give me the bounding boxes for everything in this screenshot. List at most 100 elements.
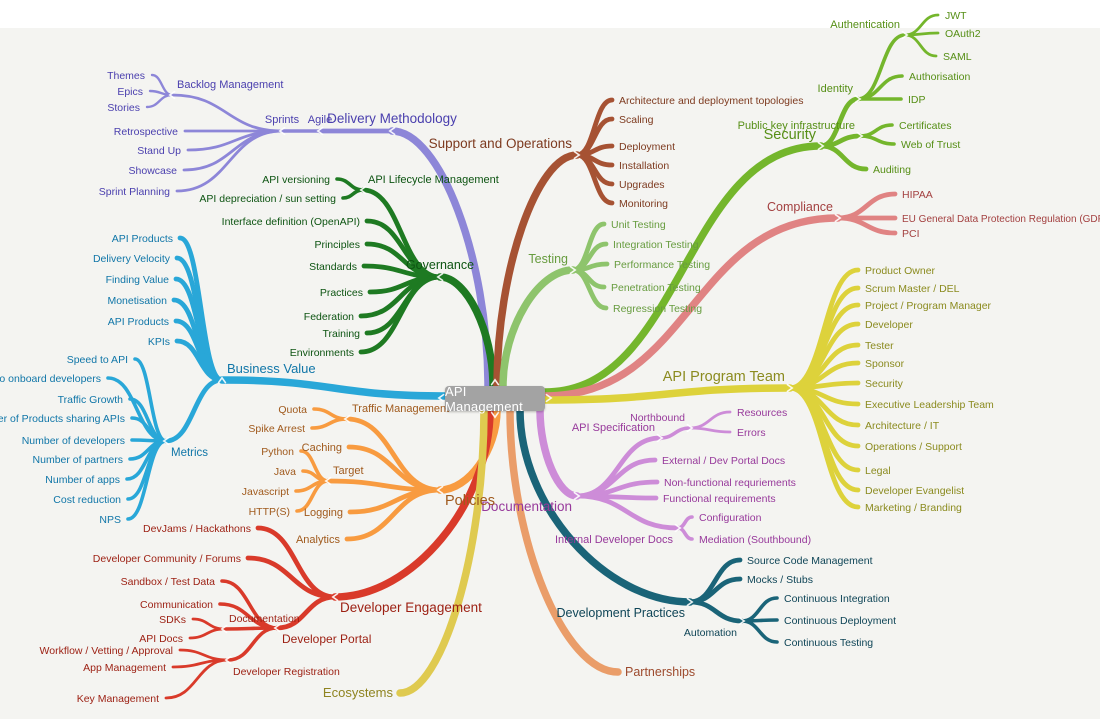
node-quota[interactable]: Quota	[278, 404, 307, 416]
node-product-owner[interactable]: Product Owner	[865, 265, 936, 277]
node-identity[interactable]: Identity	[818, 83, 854, 95]
node-tester[interactable]: Tester	[865, 340, 894, 352]
node-showcase[interactable]: Showcase	[129, 165, 178, 177]
node-continuous-testing[interactable]: Continuous Testing	[784, 637, 873, 649]
node-developer-engagement[interactable]: Developer Engagement	[340, 600, 482, 615]
node-legal[interactable]: Legal	[865, 465, 891, 477]
node-api-versioning[interactable]: API versioning	[262, 174, 330, 186]
node-federation[interactable]: Federation	[304, 311, 354, 323]
node-operations-support[interactable]: Operations / Support	[865, 441, 962, 453]
node-partnerships[interactable]: Partnerships	[625, 665, 695, 679]
node-business-value[interactable]: Business Value	[227, 361, 316, 376]
node-regression-testing[interactable]: Regression Testing	[613, 303, 702, 315]
node-agile[interactable]: Agile	[308, 114, 332, 126]
node-pci[interactable]: PCI	[902, 228, 920, 240]
node-jwt[interactable]: JWT	[945, 10, 967, 22]
node-speed-to-api[interactable]: Speed to API	[67, 354, 128, 366]
node-api-specification[interactable]: API Specification	[572, 422, 655, 434]
node-python[interactable]: Python	[261, 446, 294, 458]
node-penetration-testing[interactable]: Penetration Testing	[611, 282, 701, 294]
node-public-key-infrastructure[interactable]: Public key infrastructure	[738, 120, 855, 132]
node-speed-to-onboard-developers[interactable]: Speed to onboard developers	[0, 373, 101, 385]
node-architecture-and-deployment-topologies[interactable]: Architecture and deployment topologies	[619, 95, 803, 107]
node-monetisation[interactable]: Monetisation	[107, 295, 167, 307]
node-integration-testing[interactable]: Integration Testing	[613, 239, 699, 251]
node-number-of-products-sharing-apis[interactable]: Number of Products sharing APIs	[0, 413, 125, 425]
node-governance[interactable]: Governance	[406, 258, 474, 272]
node-developer-evangelist[interactable]: Developer Evangelist	[865, 485, 964, 497]
central-topic[interactable]: API Management	[445, 384, 545, 414]
node-api-products[interactable]: API Products	[112, 233, 173, 245]
node-backlog-management[interactable]: Backlog Management	[177, 79, 283, 91]
node-non-functional-requriements[interactable]: Non-functional requriements	[664, 477, 796, 489]
node-stories[interactable]: Stories	[107, 102, 140, 114]
node-mediation-southbound[interactable]: Mediation (Southbound)	[699, 534, 811, 546]
node-functional-requirements[interactable]: Functional requirements	[663, 493, 776, 505]
node-interface-definition-openapi[interactable]: Interface definition (OpenAPI)	[222, 216, 360, 228]
node-epics[interactable]: Epics	[117, 86, 143, 98]
node-cost-reduction[interactable]: Cost reduction	[53, 494, 121, 506]
node-kpis[interactable]: KPIs	[148, 336, 170, 348]
node-oauth2[interactable]: OAuth2	[945, 28, 981, 40]
node-architecture-it[interactable]: Architecture / IT	[865, 420, 940, 432]
node-workflow-vetting-approval[interactable]: Workflow / Vetting / Approval	[40, 645, 173, 657]
node-app-management[interactable]: App Management	[83, 662, 166, 674]
node-caching[interactable]: Caching	[302, 442, 342, 454]
node-security[interactable]: Security	[764, 127, 817, 143]
node-scrum-master-del[interactable]: Scrum Master / DEL	[865, 283, 960, 295]
node-http-s[interactable]: HTTP(S)	[249, 506, 290, 518]
node-internal-developer-docs[interactable]: Internal Developer Docs	[555, 534, 674, 546]
node-analytics[interactable]: Analytics	[296, 534, 341, 546]
node-api-products[interactable]: API Products	[108, 316, 169, 328]
node-java[interactable]: Java	[274, 466, 296, 478]
node-source-code-management[interactable]: Source Code Management	[747, 555, 873, 567]
node-api-docs[interactable]: API Docs	[139, 633, 183, 645]
node-monitoring[interactable]: Monitoring	[619, 198, 668, 210]
node-api-lifecycle-management[interactable]: API Lifecycle Management	[368, 174, 499, 186]
node-developer-registration[interactable]: Developer Registration	[233, 666, 340, 678]
node-testing[interactable]: Testing	[528, 252, 568, 266]
node-scaling[interactable]: Scaling	[619, 114, 654, 126]
node-number-of-apps[interactable]: Number of apps	[45, 474, 120, 486]
node-project-program-manager[interactable]: Project / Program Manager	[865, 300, 992, 312]
node-auditing[interactable]: Auditing	[873, 164, 911, 176]
node-compliance[interactable]: Compliance	[767, 200, 833, 214]
node-spike-arrest[interactable]: Spike Arrest	[248, 423, 305, 435]
node-ecosystems[interactable]: Ecosystems	[323, 685, 394, 700]
node-configuration[interactable]: Configuration	[699, 512, 762, 524]
node-sprints[interactable]: Sprints	[265, 114, 300, 126]
node-number-of-partners[interactable]: Number of partners	[33, 454, 123, 466]
node-finding-value[interactable]: Finding Value	[106, 274, 170, 286]
node-developer-community-forums[interactable]: Developer Community / Forums	[93, 553, 241, 565]
node-policies[interactable]: Policies	[445, 493, 495, 509]
node-external-dev-portal-docs[interactable]: External / Dev Portal Docs	[662, 455, 785, 467]
node-target[interactable]: Target	[333, 465, 364, 477]
node-sponsor[interactable]: Sponsor	[865, 358, 905, 370]
node-eu-general-data-protection-regulation-gdpr[interactable]: EU General Data Protection Regulation (G…	[902, 214, 1100, 225]
node-executive-leadership-team[interactable]: Executive Leadership Team	[865, 399, 994, 411]
node-unit-testing[interactable]: Unit Testing	[611, 219, 666, 231]
node-standards[interactable]: Standards	[309, 261, 357, 273]
node-marketing-branding[interactable]: Marketing / Branding	[865, 502, 962, 514]
node-environments[interactable]: Environments	[290, 347, 354, 359]
node-authentication[interactable]: Authentication	[830, 19, 900, 31]
node-practices[interactable]: Practices	[320, 287, 363, 299]
node-sprint-planning[interactable]: Sprint Planning	[99, 186, 170, 198]
node-hipaa[interactable]: HIPAA	[902, 189, 933, 201]
node-authorisation[interactable]: Authorisation	[909, 71, 970, 83]
node-logging[interactable]: Logging	[304, 507, 343, 519]
node-retrospective[interactable]: Retrospective	[114, 126, 178, 138]
node-documentation[interactable]: Documentation	[481, 499, 572, 514]
node-metrics[interactable]: Metrics	[171, 447, 208, 459]
node-traffic-management[interactable]: Traffic Management	[352, 403, 449, 415]
node-key-management[interactable]: Key Management	[77, 693, 159, 705]
node-traffic-growth[interactable]: Traffic Growth	[58, 394, 124, 406]
node-stand-up[interactable]: Stand Up	[137, 145, 181, 157]
node-idp[interactable]: IDP	[908, 94, 926, 106]
node-upgrades[interactable]: Upgrades	[619, 179, 665, 191]
node-installation[interactable]: Installation	[619, 160, 669, 172]
node-resources[interactable]: Resources	[737, 407, 787, 419]
node-nps[interactable]: NPS	[99, 514, 121, 526]
node-errors[interactable]: Errors	[737, 427, 766, 439]
node-development-practices[interactable]: Development Practices	[556, 606, 685, 620]
